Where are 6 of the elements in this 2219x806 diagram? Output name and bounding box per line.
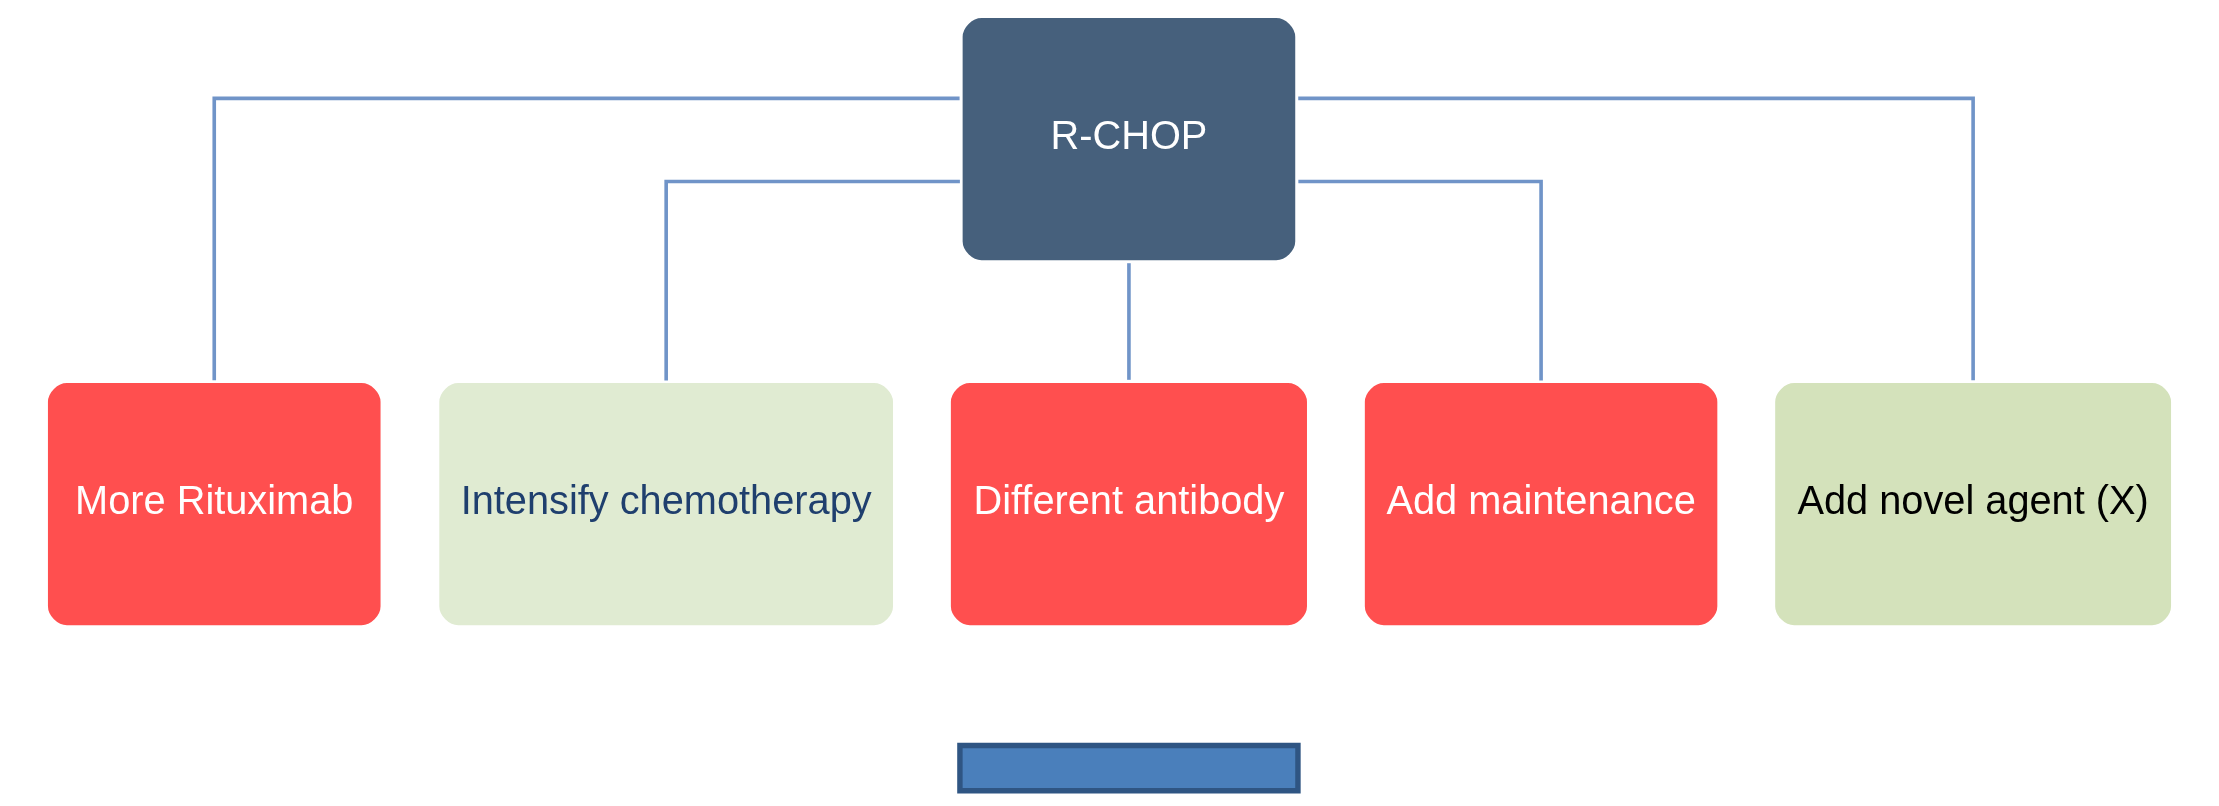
node-bar [957, 742, 1301, 794]
connector [1127, 263, 1131, 380]
connector [664, 179, 960, 381]
connector [212, 96, 960, 381]
connector [1298, 179, 1543, 381]
connector [1298, 96, 1975, 381]
